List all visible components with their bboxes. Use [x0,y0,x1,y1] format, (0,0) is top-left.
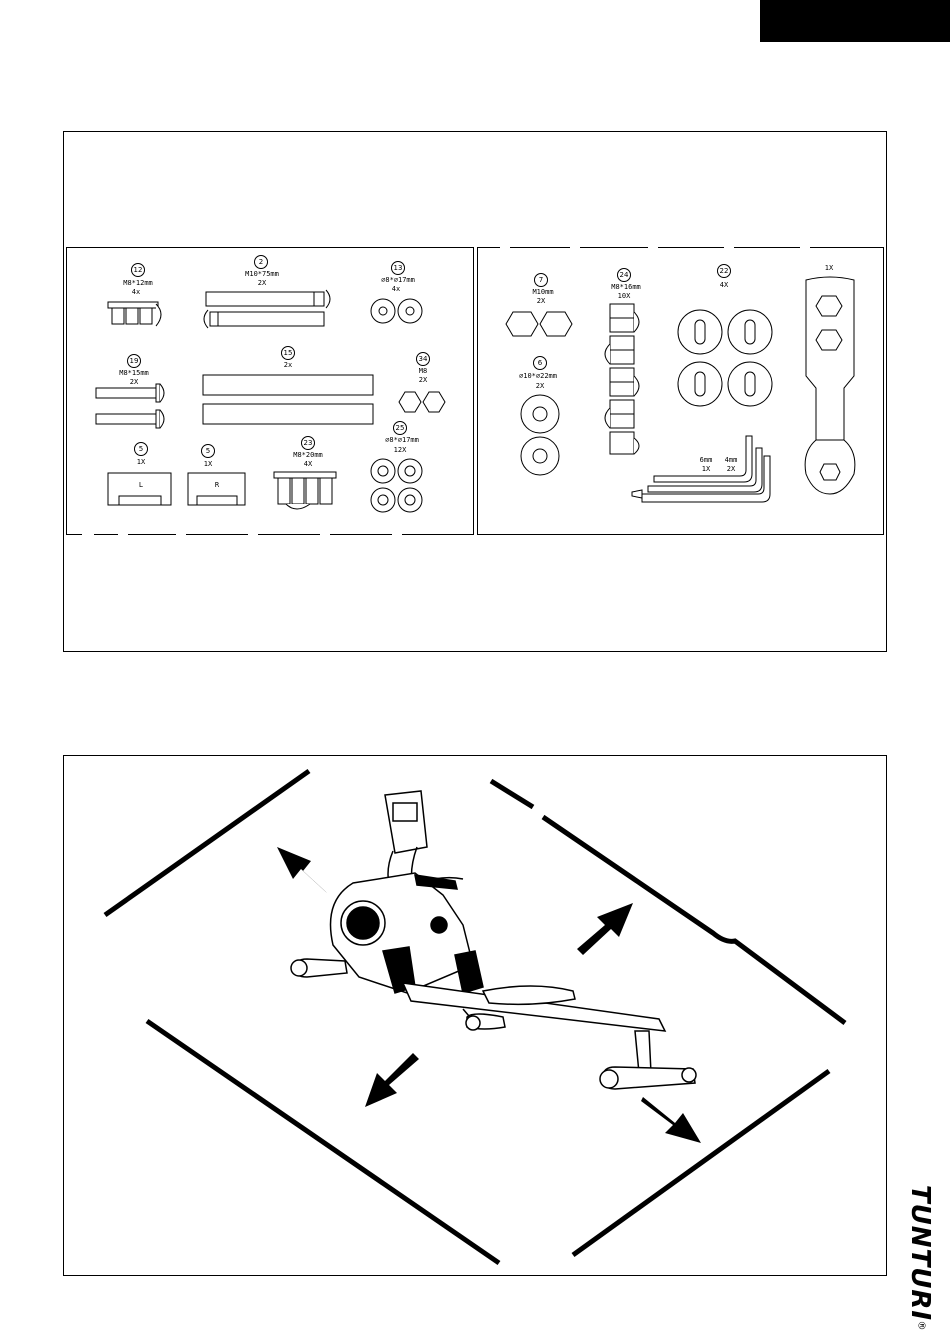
dash-gap [392,534,402,536]
arrow-down-left-icon [365,1053,419,1107]
part-number-badge: 15 [281,346,295,360]
clearance-line-top-right [543,817,845,1023]
part-number-badge: 23 [301,436,315,450]
clearance-line-top-left [105,771,309,915]
part-qty-label: 2X [258,279,266,287]
round-head-bolt-icon [94,380,184,430]
part-size-label: ⌀8*⌀17mm [381,276,415,284]
dash-gap [320,534,330,536]
end-cap-right-icon [187,472,247,508]
arrow-up-left-icon [277,847,327,893]
allen-key-icon [628,434,778,508]
dash-gap [176,534,186,536]
part-number-badge: 25 [393,421,407,435]
dash-gap [82,534,94,536]
part-qty-label: 4X [304,460,312,468]
washer-icon [516,394,564,478]
clearance-line-bottom-right [573,1071,829,1255]
part-qty-label: 2X [419,376,427,384]
part-number-badge: 12 [131,263,145,277]
part-size-label: M10*75mm [245,270,279,278]
hex-nut-icon [397,390,449,414]
dash-gap [800,246,810,248]
part-number-badge: 5 [134,442,148,456]
dash-gap [570,246,580,248]
end-cap-mark: R [215,481,219,489]
part-size-label: M8 [419,367,427,375]
section-tab [760,0,950,42]
washer-icon [368,456,430,518]
arrow-up-right-icon [577,903,633,955]
dash-gap [118,534,128,536]
part-qty-label: 10X [618,292,631,300]
part-qty-label: 4x [392,285,400,293]
wrench-icon [800,276,860,498]
part-qty-label: 1X [825,264,833,272]
dash-gap [648,246,658,248]
part-number-badge: 19 [127,354,141,368]
part-number-badge: 6 [533,356,547,370]
oval-washer-icon [674,306,778,412]
part-size-label: ⌀10*⌀22mm [519,372,557,380]
part-size-label: M8*16mm [611,283,641,291]
dash-gap [500,246,510,248]
part-size-label: ⌀8*⌀17mm [385,436,419,444]
part-size-label: M8*20mm [293,451,323,459]
part-number-badge: 24 [617,268,631,282]
end-cap-left-icon [107,472,173,508]
registered-mark: ® [916,1321,927,1331]
part-number-badge: 5 [201,444,215,458]
washer-icon [368,296,428,326]
part-number-badge: 13 [391,261,405,275]
clearance-line-top-dash [491,781,533,807]
hex-nut-icon [504,310,578,338]
flange-bolt-icon [106,298,170,334]
part-number-badge: 34 [416,352,430,366]
dash-gap [248,534,258,536]
part-qty-label: 2x [284,361,292,369]
part-qty-label: 12X [394,446,407,454]
part-number-badge: 7 [534,273,548,287]
brand-name: TUNTURI [905,1185,935,1321]
end-cap-mark: L [139,481,143,489]
brand-logo: TUNTURI ® [895,1168,945,1338]
part-number-badge: 22 [717,264,731,278]
part-qty-label: 2X [536,382,544,390]
part-qty-label: 2X [537,297,545,305]
spacer-tube-icon [202,374,377,426]
part-size-label: M8*15mm [119,369,149,377]
part-qty-label: 4x [132,288,140,296]
part-qty-label: 1X [204,460,212,468]
part-qty-label: 4X [720,281,728,289]
part-size-label: M8*12mm [123,279,153,287]
clearance-line-bottom-left [147,1021,499,1263]
part-size-label: M10mm [532,288,553,296]
arrow-down-right-icon [641,1097,701,1143]
dash-gap [724,246,734,248]
rowing-machine-icon [291,791,696,1089]
flange-bolt-icon [272,468,346,516]
long-bolt-icon [200,290,340,332]
part-qty-label: 1X [137,458,145,466]
rowing-machine-space-diagram [63,755,887,1276]
part-number-badge: 2 [254,255,268,269]
